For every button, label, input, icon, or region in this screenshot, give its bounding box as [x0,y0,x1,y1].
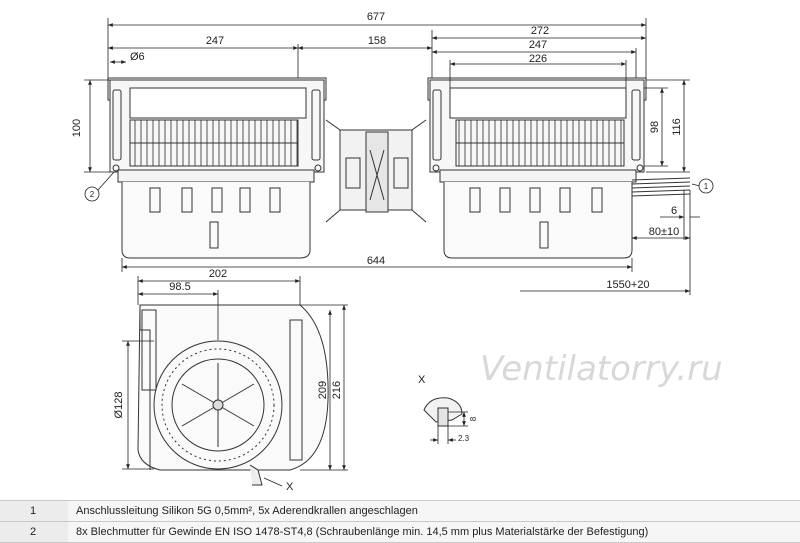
legend-row: 1 Anschlussleitung Silikon 5G 0,5mm², 5x… [0,500,800,521]
dim-side-width: 202 [209,268,227,280]
callout-2: 2 [84,171,115,202]
legend-row: 2 8x Blechmutter für Gewinde EN ISO 1478… [0,521,800,543]
detail-x-dimensions [430,411,468,444]
dim-wheel-diameter: Ø128 [113,392,125,419]
dim-right-outlet-width: 226 [529,53,547,65]
side-view [137,304,329,486]
dim-cable-strip: 6 [671,205,677,217]
legend-table: 1 Anschlussleitung Silikon 5G 0,5mm², 5x… [0,500,800,543]
dim-base-length: 644 [367,255,385,267]
detail-x-view [423,397,463,427]
dim-right-inner-width: 247 [529,39,547,51]
legend-text: 8x Blechmutter für Gewinde EN ISO 1478-S… [68,522,800,542]
detail-marker: X [286,481,294,493]
dim-overall-length: 677 [367,11,385,23]
top-view-dimensions [84,18,700,295]
top-view [107,77,691,259]
legend-number: 1 [0,501,68,521]
dim-side-offset: 98.5 [169,281,190,293]
dim-cable-length: 1550+20 [606,279,649,291]
watermark: Ventilatorry.ru [480,349,723,389]
dim-detail-height: 8 [469,416,478,421]
motor [325,119,427,223]
dim-detail-width: 2.3 [458,434,470,443]
right-blower-housing [427,77,647,259]
callout-1-label: 1 [704,182,709,191]
side-view-dimensions [122,276,348,487]
dim-right-housing-width: 272 [531,25,549,37]
callout-1: 1 [691,178,714,194]
callout-2-label: 2 [90,190,95,199]
dim-left-height: 100 [71,119,83,137]
legend-number: 2 [0,522,68,542]
dim-left-housing-width: 247 [206,35,224,47]
dim-right-height: 116 [671,118,683,136]
fan-wheel [181,363,255,447]
dim-center-gap: 158 [368,35,386,47]
dim-cable-end: 80±10 [649,226,680,238]
left-blower-housing [107,77,327,259]
legend-text: Anschlussleitung Silikon 5G 0,5mm², 5x A… [68,501,800,521]
connection-cable [631,177,691,197]
dim-side-height-inner: 209 [317,381,329,399]
dim-mount-hole: Ø6 [130,51,145,63]
detail-title: X [418,374,426,386]
dim-right-outlet-height: 98 [649,121,661,133]
dim-side-height-outer: 216 [331,381,343,399]
